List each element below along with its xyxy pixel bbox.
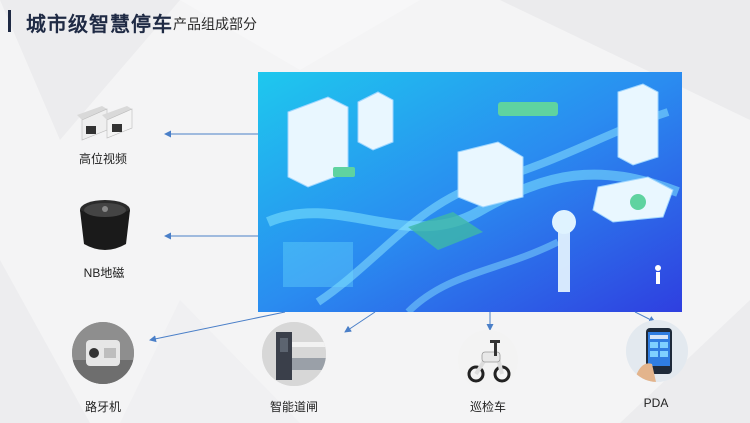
product-label: 巡检车 — [469, 400, 507, 414]
title-accent-bar — [8, 10, 11, 32]
curb-camera-icon — [72, 322, 134, 384]
high-position-camera-icon — [77, 106, 133, 141]
product-label: 路牙机 — [84, 400, 122, 414]
nb-geomagnetic-sensor-icon — [80, 200, 130, 250]
product-label: NB地磁 — [83, 266, 125, 280]
product-label: PDA — [643, 396, 669, 410]
pda-handheld-icon — [626, 320, 688, 382]
patrol-scooter-icon — [458, 330, 518, 390]
page-title: 城市级智慧停车 — [26, 14, 173, 36]
smart-barrier-gate-icon — [262, 322, 326, 386]
product-label: 智能道闸 — [269, 400, 319, 414]
smart-city-illustration — [258, 72, 682, 312]
product-label: 高位视频 — [78, 152, 128, 166]
page-subtitle: 产品组成部分 — [173, 16, 257, 32]
